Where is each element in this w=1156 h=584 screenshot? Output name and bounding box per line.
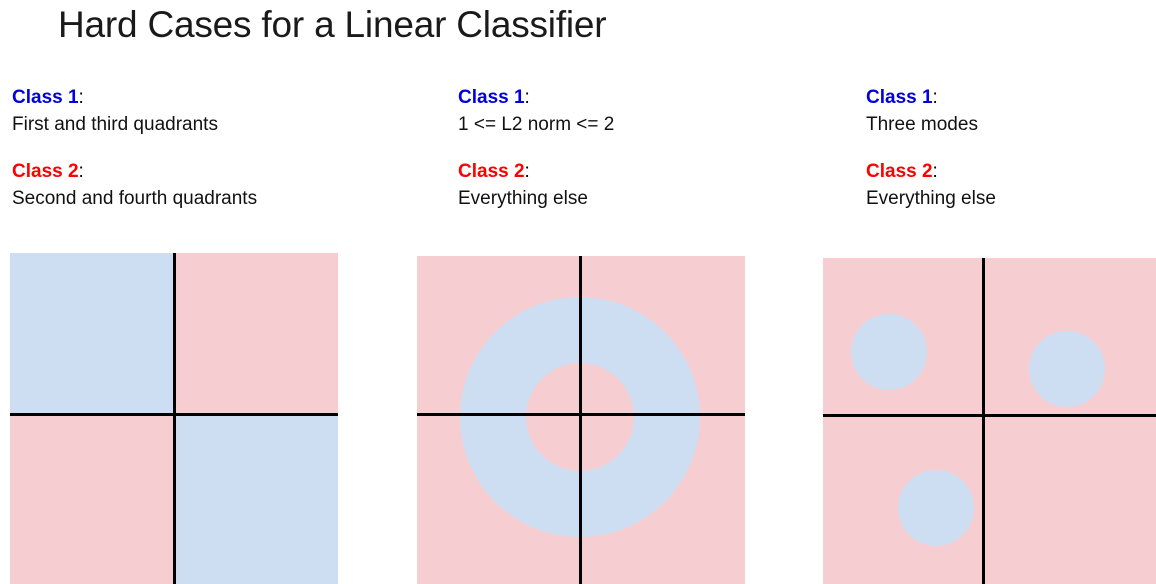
class1-heading: Class 1: (866, 84, 1156, 111)
class1-label: Class 1 (458, 87, 525, 108)
region-background (823, 258, 1156, 584)
class1-label: Class 1 (866, 87, 933, 108)
class2-label: Class 2 (458, 161, 525, 182)
class1-colon: : (78, 87, 84, 108)
class2-heading: Class 2: (866, 158, 1156, 185)
class2-colon: : (78, 161, 84, 182)
region-mode-upper-left (851, 314, 927, 390)
region-mode-upper-right (1029, 331, 1105, 407)
class1-colon: : (524, 87, 530, 108)
region-bottom-left-quadrant (10, 414, 174, 584)
class2-colon: : (932, 161, 938, 182)
class2-label: Class 2 (12, 161, 79, 182)
class2-description: Everything else (866, 188, 996, 209)
class1-colon: : (932, 87, 938, 108)
region-mode-lower-left (898, 470, 974, 546)
class1-heading: Class 1: (458, 84, 858, 111)
class2-label: Class 2 (866, 161, 933, 182)
class1-description: First and third quadrants (12, 114, 218, 135)
x-axis-line (823, 414, 1156, 417)
class2-heading: Class 2: (458, 158, 858, 185)
xor-quadrants-diagram (10, 253, 338, 584)
three-modes-diagram (823, 258, 1156, 584)
page-title: Hard Cases for a Linear Classifier (58, 4, 607, 45)
class2-description: Second and fourth quadrants (12, 188, 258, 209)
description-column-quadrants: Class 1: First and third quadrants Class… (12, 84, 412, 212)
region-top-right-quadrant (174, 253, 338, 414)
y-axis-line (982, 258, 985, 584)
class2-heading: Class 2: (12, 158, 412, 185)
text-group-spacer (866, 138, 1156, 158)
description-column-three-modes: Class 1: Three modes Class 2: Everything… (866, 84, 1156, 212)
class2-description: Everything else (458, 188, 588, 209)
class2-colon: : (524, 161, 530, 182)
y-axis-line (173, 253, 176, 584)
y-axis-line (579, 256, 582, 584)
class1-heading: Class 1: (12, 84, 412, 111)
region-bottom-right-quadrant (174, 414, 338, 584)
class1-description: Three modes (866, 114, 978, 135)
text-group-spacer (12, 138, 412, 158)
class1-description: 1 <= L2 norm <= 2 (458, 114, 615, 135)
description-column-annulus: Class 1: 1 <= L2 norm <= 2 Class 2: Ever… (458, 84, 858, 212)
class1-label: Class 1 (12, 87, 79, 108)
annulus-diagram (417, 256, 745, 584)
text-group-spacer (458, 138, 858, 158)
region-top-left-quadrant (10, 253, 174, 414)
